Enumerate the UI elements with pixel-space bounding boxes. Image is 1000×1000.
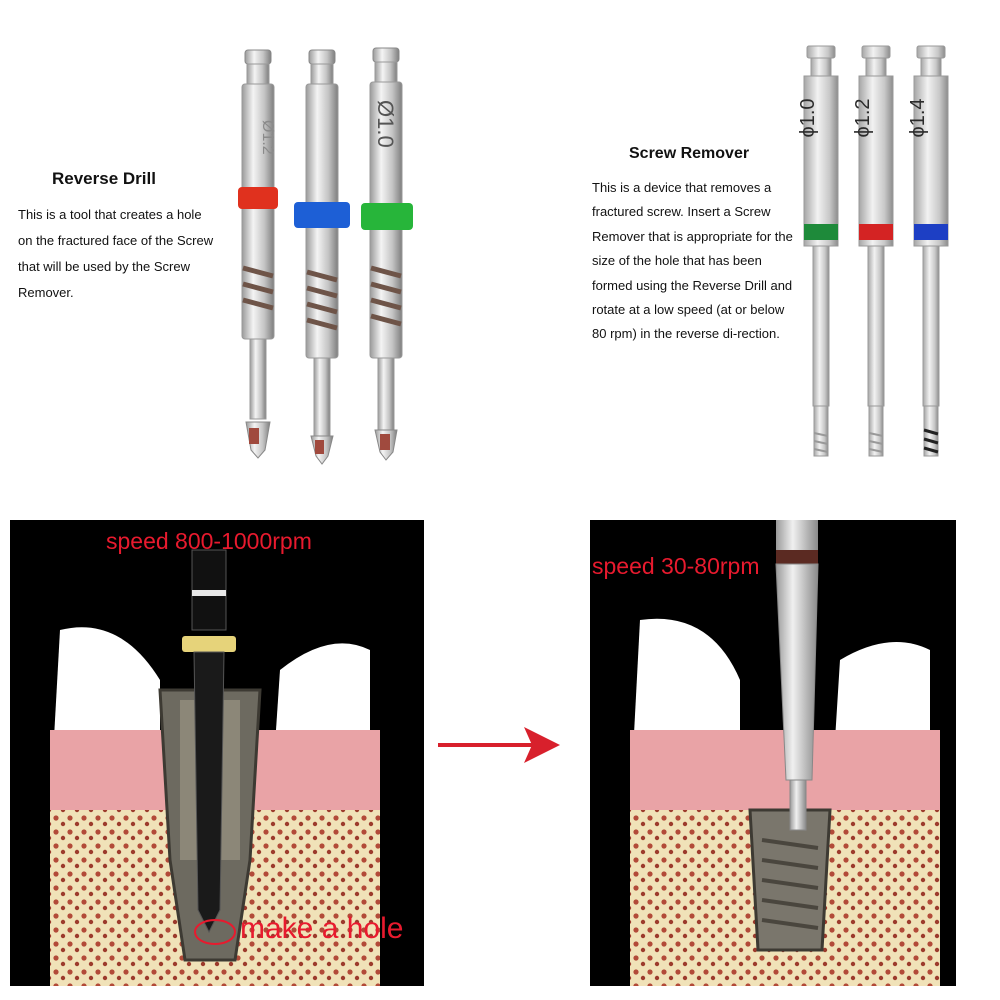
remover-band-red bbox=[859, 224, 893, 240]
removal-scene-art bbox=[630, 520, 940, 986]
screw-remover-1: ϕ1.0 bbox=[797, 45, 839, 457]
drill-ring-green bbox=[361, 203, 413, 230]
remover-2-label: ϕ1.2 bbox=[852, 98, 874, 137]
make-hole-label: make a hole bbox=[240, 912, 404, 945]
remover-band bbox=[776, 550, 818, 564]
screw-remover-image: ϕ1.0 ϕ1.2 ϕ1.4 bbox=[797, 45, 949, 457]
drilling-speed-label: speed 800-1000rpm bbox=[106, 528, 312, 554]
reverse-drill-image: Ø1.2 Ø1.0 bbox=[238, 47, 413, 465]
drill-stopper-ring bbox=[182, 636, 236, 652]
drill-3-label: Ø1.0 bbox=[373, 100, 398, 148]
remover-3-label: ϕ1.4 bbox=[907, 98, 929, 137]
screw-remover-3: ϕ1.4 bbox=[907, 45, 949, 457]
remover-tip bbox=[789, 779, 807, 831]
drilling-scene-art bbox=[50, 549, 380, 986]
remover-1-label: ϕ1.0 bbox=[797, 98, 819, 137]
drilling-illustration: speed 800-1000rpm make a hole bbox=[10, 520, 424, 986]
remover-shank bbox=[776, 520, 818, 550]
remover-shaft bbox=[775, 563, 819, 781]
reverse-drill-title: Reverse Drill bbox=[52, 169, 156, 188]
reverse-drill-3: Ø1.0 bbox=[361, 47, 413, 461]
drill-bit bbox=[193, 651, 225, 934]
screw-remover-description: This is a device that removes a fracture… bbox=[592, 180, 793, 342]
arrow-icon bbox=[438, 727, 560, 763]
screw-remover-title: Screw Remover bbox=[629, 145, 750, 162]
hole-marker bbox=[194, 919, 236, 945]
removal-speed-label: speed 30-80rpm bbox=[592, 553, 760, 579]
drill-ring-blue bbox=[294, 202, 350, 228]
screw-remover-2: ϕ1.2 bbox=[852, 45, 894, 457]
removal-illustration: speed 30-80rpm bbox=[590, 520, 956, 986]
drill-ring-red bbox=[238, 187, 278, 209]
reverse-drill-description: This is a tool that creates a hole on th… bbox=[18, 207, 214, 300]
reverse-drill-1: Ø1.2 bbox=[238, 49, 278, 459]
remover-band-green bbox=[804, 224, 838, 240]
reverse-drill-2 bbox=[294, 49, 350, 465]
remover-band-blue bbox=[914, 224, 948, 240]
drill-1-label: Ø1.2 bbox=[259, 120, 276, 155]
